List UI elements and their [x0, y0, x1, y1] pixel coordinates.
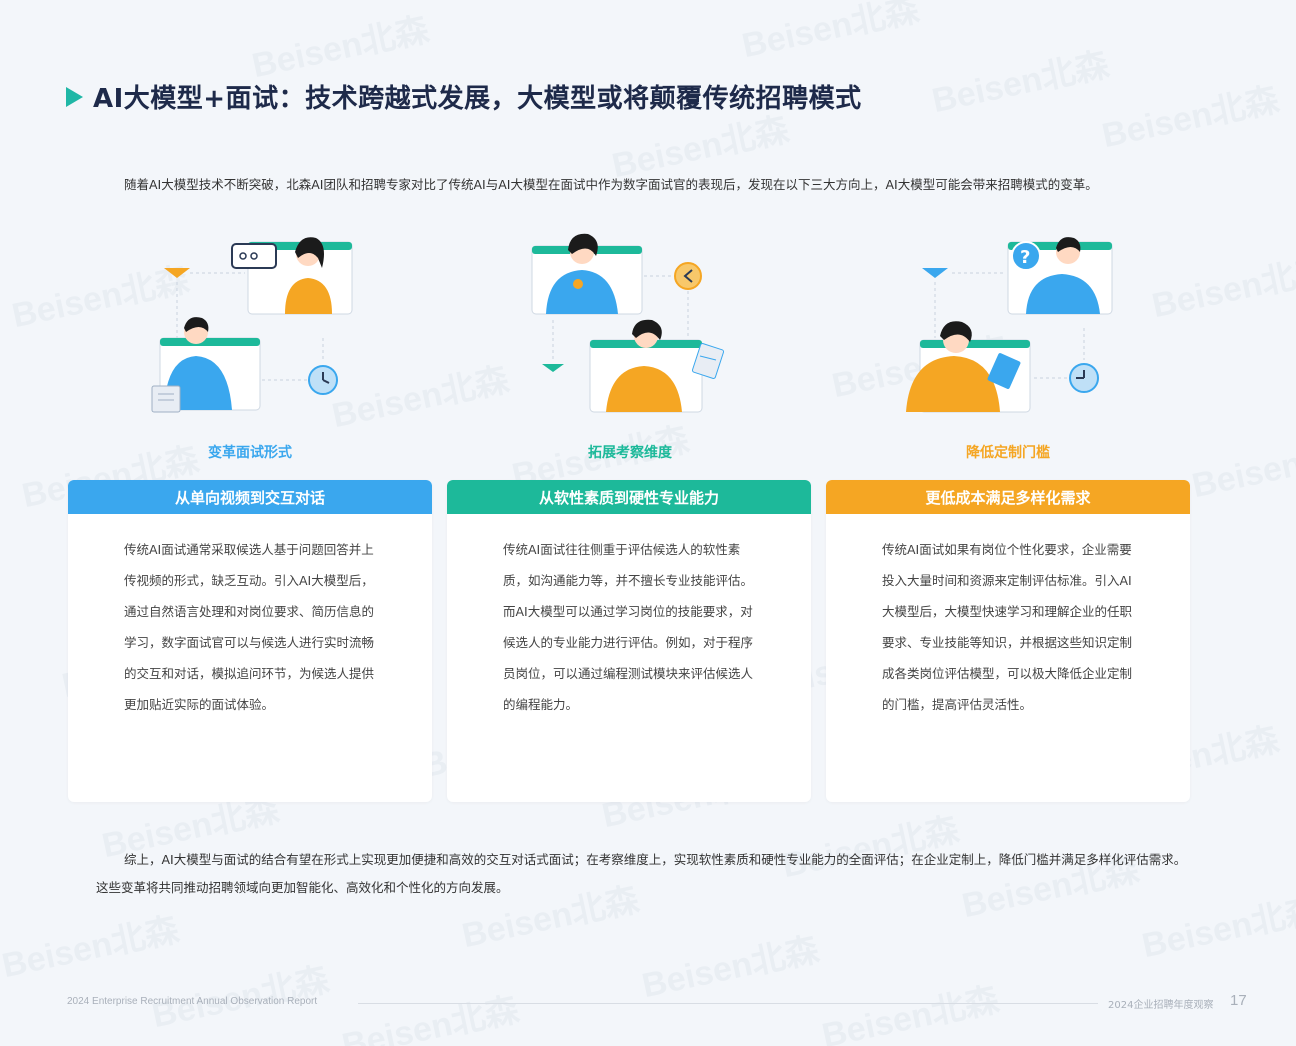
play-arrow-icon — [66, 86, 83, 107]
footer-divider — [358, 1003, 1098, 1004]
intro-paragraph: 随着AI大模型技术不断突破，北森AI团队和招聘专家对比了传统AI与AI大模型在面… — [124, 177, 1098, 192]
summary-paragraph: 综上，AI大模型与面试的结合有望在形式上实现更加便捷和高效的交互对话式面试；在考… — [96, 852, 1187, 895]
footer-report-title-cn: 2024企业招聘年度观察 — [1108, 1000, 1214, 1011]
page-number: 17 — [1230, 992, 1247, 1009]
section-label-1: 变革面试形式 — [208, 445, 292, 461]
card-customization: 更低成本满足多样化需求 传统AI面试如果有岗位个性化要求，企业需要投入大量时间和… — [826, 480, 1190, 802]
card-body: 传统AI面试往往侧重于评估候选人的软性素质，如沟通能力等，并不擅长专业技能评估。… — [503, 542, 754, 712]
customization-illustration: ? — [906, 237, 1113, 413]
card-body: 传统AI面试通常采取候选人基于问题回答并上传视频的形式，缺乏互动。引入AI大模型… — [124, 542, 375, 712]
section-label-2: 拓展考察维度 — [588, 445, 672, 461]
card-skills: 从软性素质到硬性专业能力 传统AI面试往往侧重于评估候选人的软性素质，如沟通能力… — [447, 480, 811, 802]
section-label-3: 降低定制门槛 — [966, 445, 1050, 461]
page-title: AI大模型+面试：技术跨越式发展，大模型或将颠覆传统招聘模式 — [93, 84, 862, 114]
skill-evaluation-illustration — [531, 233, 725, 413]
title-row: AI大模型+面试：技术跨越式发展，大模型或将颠覆传统招聘模式 — [66, 78, 862, 115]
card-header: 更低成本满足多样化需求 — [826, 480, 1190, 514]
card-interaction: 从单向视频到交互对话 传统AI面试通常采取候选人基于问题回答并上传视频的形式，缺… — [68, 480, 432, 802]
video-interview-illustration — [151, 237, 353, 413]
footer-report-title: 2024 Enterprise Recruitment Annual Obser… — [67, 996, 318, 1007]
card-header: 从软性素质到硬性专业能力 — [447, 480, 811, 514]
card-header: 从单向视频到交互对话 — [68, 480, 432, 514]
svg-text:?: ? — [1020, 247, 1030, 268]
card-body: 传统AI面试如果有岗位个性化要求，企业需要投入大量时间和资源来定制评估标准。引入… — [882, 542, 1133, 712]
